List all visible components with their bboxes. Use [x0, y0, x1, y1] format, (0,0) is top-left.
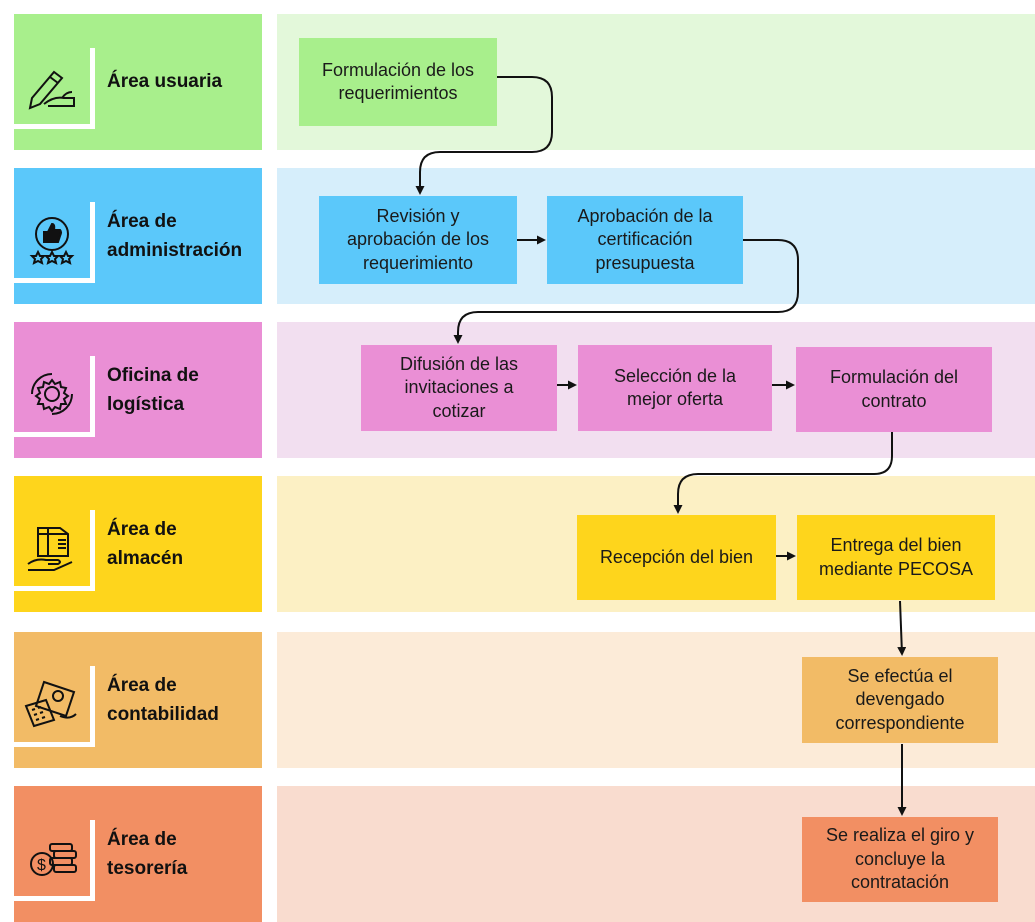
lane-icon-box [14, 666, 95, 747]
step-aprobacion-certificacion: Aprobación de la certificación presupues… [547, 196, 743, 284]
step-formulacion-contrato: Formulación del contrato [796, 347, 992, 432]
money-coins-icon: $ [30, 843, 77, 876]
lane-label: Área de administración [107, 210, 243, 261]
lane-header-administracion: Área de administración [14, 168, 262, 304]
step-entrega-bien: Entrega del bien mediante PECOSA [797, 515, 995, 600]
gear-cycle-icon [31, 373, 73, 415]
thumbs-up-rating-icon [29, 217, 75, 265]
step-difusion-invitaciones: Difusión de las invitaciones a cotizar [361, 345, 557, 431]
lane-icon-box: $ [14, 820, 95, 901]
lane-label: Área usuaria [107, 71, 223, 93]
lane-label: Área de contabilidad [107, 674, 219, 725]
lane-icon-box [14, 48, 95, 129]
lane-icon-box [14, 510, 95, 591]
step-revision-aprobacion: Revisión y aprobación de los requerimien… [319, 196, 517, 284]
calculator-invoice-icon [24, 680, 77, 728]
lane-header-tesoreria: $ Área de tesorería [14, 786, 262, 922]
package-delivery-icon [27, 527, 73, 571]
lane-label: Área de almacén [107, 518, 184, 569]
lane-header-logistica: Oficina de logística [14, 322, 262, 458]
lane-icon-box [14, 202, 95, 283]
lane-header-almacen: Área de almacén [14, 476, 262, 612]
step-formulacion-requerimientos: Formulación de los requerimientos [299, 38, 497, 126]
step-devengado: Se efectúa el devengado correspondiente [802, 657, 998, 743]
lane-label: Área de tesorería [107, 828, 188, 879]
lane-icon-box [14, 356, 95, 437]
step-recepcion-bien: Recepción del bien [577, 515, 776, 600]
lane-header-contabilidad: Área de contabilidad [14, 632, 262, 768]
step-seleccion-oferta: Selección de la mejor oferta [578, 345, 772, 431]
svg-text:$: $ [37, 857, 46, 874]
step-giro: Se realiza el giro y concluye la contrat… [802, 817, 998, 902]
hand-writing-icon [28, 70, 75, 110]
lane-label: Oficina de logística [107, 364, 199, 415]
lane-header-usuaria: Área usuaria [14, 14, 262, 150]
